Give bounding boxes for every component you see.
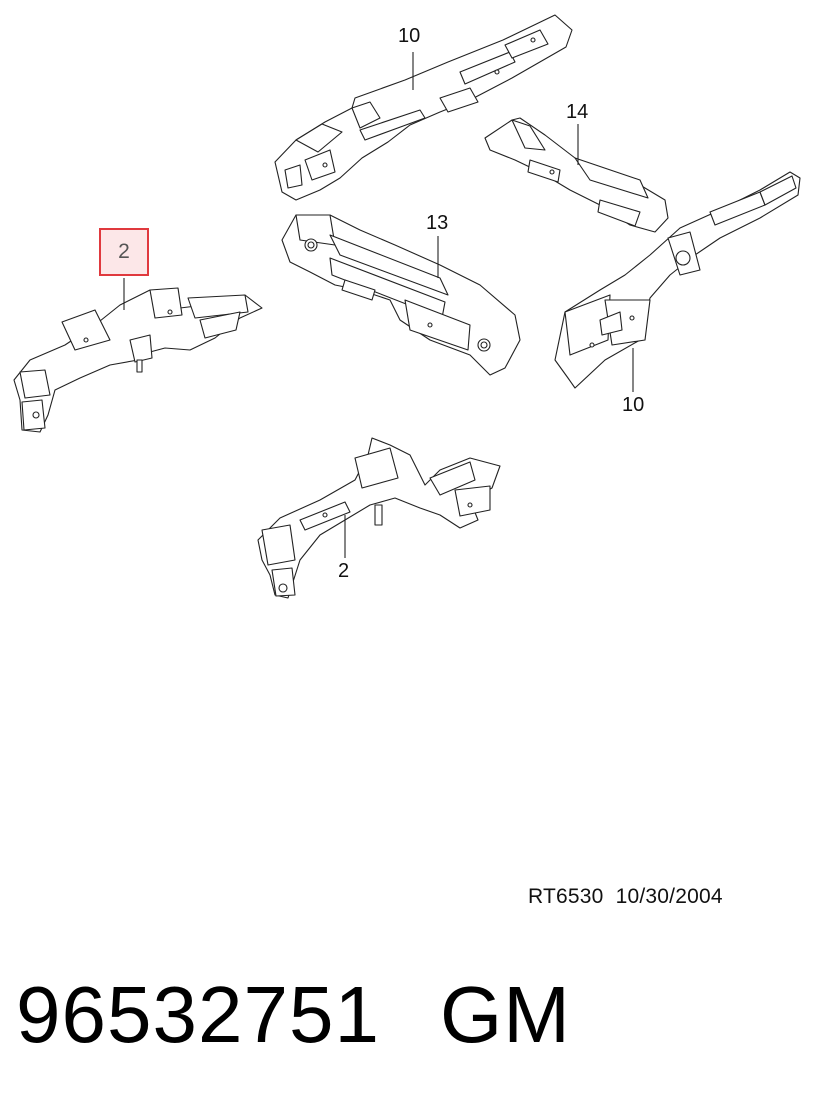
highlighted-callout-2[interactable]: 2 — [99, 228, 149, 276]
callout-13: 13 — [426, 212, 449, 234]
part-13-crossmember — [281, 214, 521, 376]
brand-name: GM — [440, 970, 571, 1059]
reference-line: RT6530 10/30/2004 — [528, 885, 723, 909]
highlighted-callout-label: 2 — [118, 240, 130, 263]
part-14-tunnel-rail — [484, 117, 669, 233]
reference-date: 10/30/2004 — [615, 885, 723, 908]
part-10-right-rail — [554, 171, 801, 389]
reference-code: RT6530 — [528, 885, 604, 908]
callout-10-right: 10 — [622, 394, 645, 416]
part-10-top-rail — [274, 14, 573, 201]
callout-10-top: 10 — [398, 25, 421, 47]
part-2-lower-rail — [257, 437, 501, 599]
part-number: 96532751 — [16, 970, 380, 1059]
callout-14: 14 — [566, 101, 589, 123]
part-2-upper-rail — [13, 287, 263, 433]
callout-2-lower: 2 — [338, 560, 350, 582]
